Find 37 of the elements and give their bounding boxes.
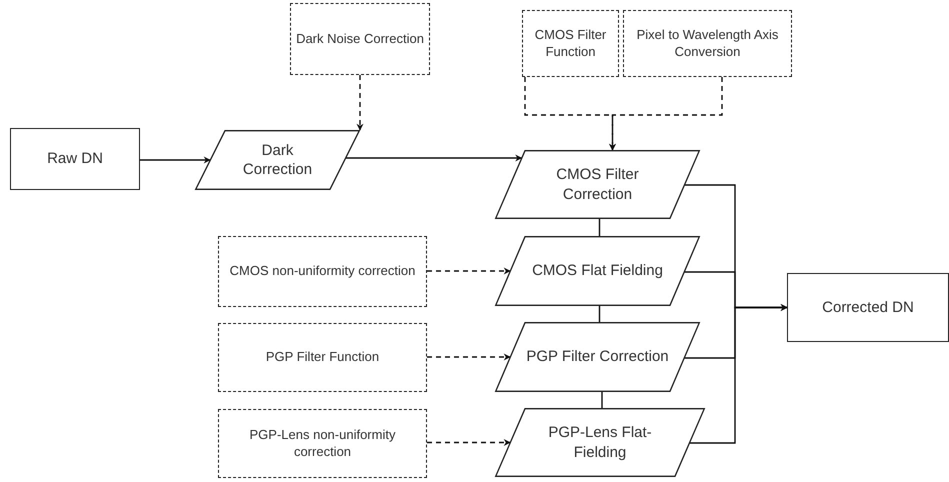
node-label: PGP-Lens non-uniformity correction [248,426,396,460]
node-label: PGP Filter Function [266,349,380,366]
process-parallelogram [195,130,360,190]
node-label: Dark Noise Correction [296,30,424,48]
data-box [787,273,949,342]
connector-line [598,219,600,236]
input-box [218,323,427,392]
arrow [427,268,511,274]
arrow [690,304,788,444]
node-label: CMOS Filter Function [534,26,608,60]
process-parallelogram [495,150,700,219]
connector-line [598,306,600,322]
node-label: CMOS Filter Correction [555,165,640,204]
data-box [10,128,140,190]
connector-line [601,392,603,408]
input-box [522,10,619,77]
arrow [427,354,511,360]
input-box [218,236,427,307]
node-label: Corrected DN [822,298,914,318]
arrow [346,154,522,162]
node-label: Pixel to Wavelength Axis Conversion [636,26,780,60]
input-box [290,3,430,75]
node-label: Dark Correction [242,140,314,180]
node-label: CMOS non-uniformity correction [230,263,416,280]
process-parallelogram [495,408,705,477]
node-label: PGP Filter Correction [526,347,669,367]
arrow [140,156,211,164]
arrow [427,439,511,446]
node-label: Raw DN [47,149,103,169]
node-label: PGP-Lens Flat-Fielding [547,423,653,462]
node-label: CMOS Flat Fielding [532,261,663,281]
arrow [356,75,364,131]
input-box [623,10,792,77]
input-box [218,409,427,478]
arrow [609,77,723,151]
process-parallelogram [495,236,700,306]
process-parallelogram [495,322,700,392]
